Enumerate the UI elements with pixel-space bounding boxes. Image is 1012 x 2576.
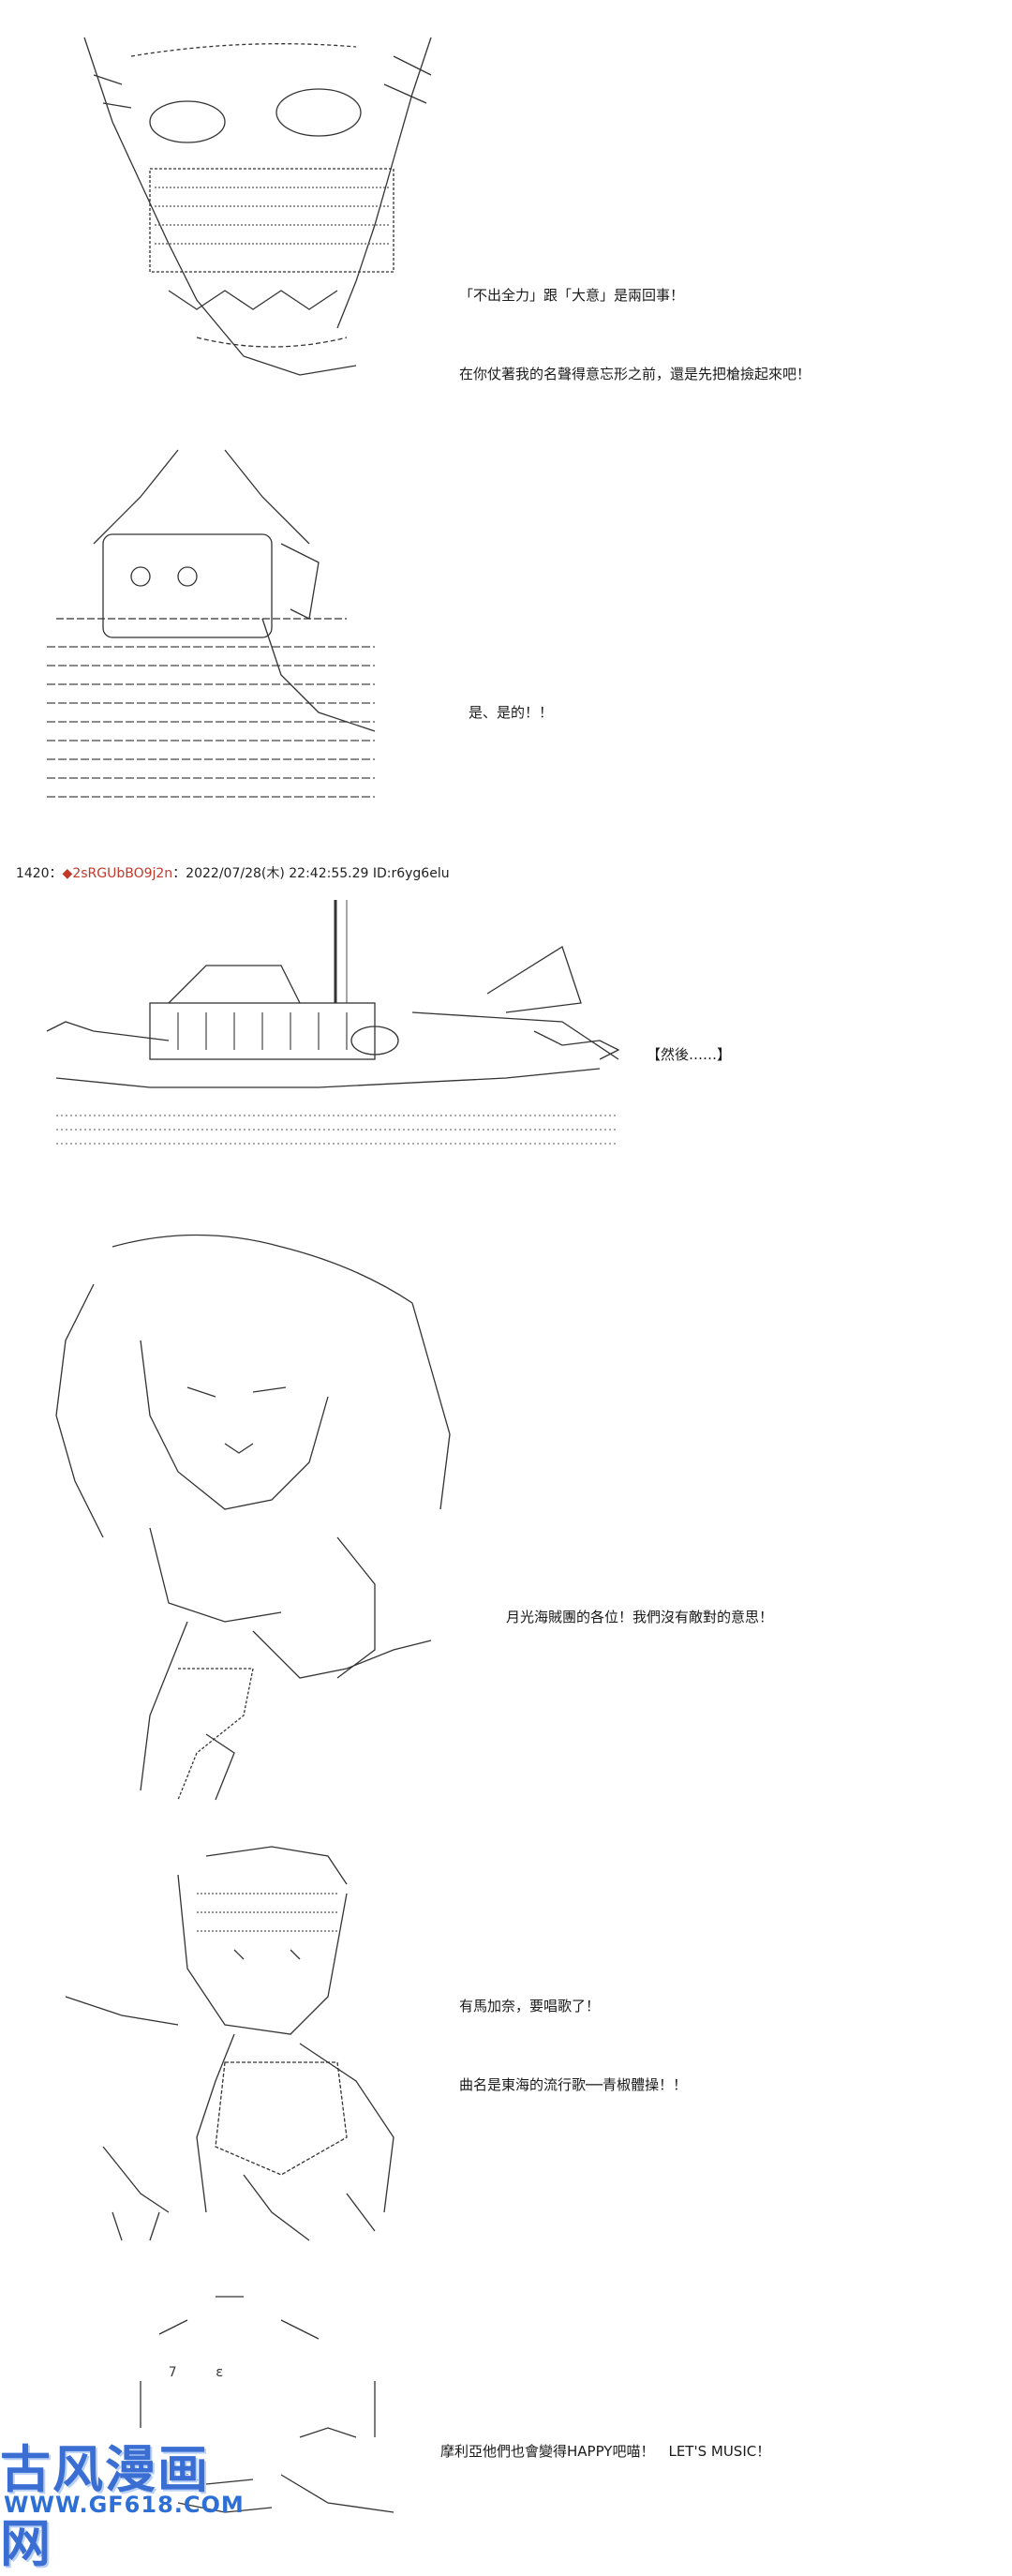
ascii-art-character-cannon — [37, 431, 412, 825]
dialogue-line: 在你仗著我的名聲得意忘形之前，還是先把槍撿起來吧！ — [459, 366, 811, 382]
dialogue-line: 是、是的！！ — [469, 704, 554, 721]
ascii-art-character-waving — [37, 1228, 487, 1809]
dialogue-p6: 摩利亞他們也會變得HAPPY吧喵！ LET'S MUSIC！ — [440, 2386, 770, 2491]
watermark-url: WWW.GF618.COM — [4, 2492, 245, 2518]
ascii-art-character-round: 7 ε — [112, 2278, 412, 2522]
post-date: ：2022/07/28(木) 22:42:55.29 ID:r6yg6elu — [172, 866, 450, 881]
dialogue-p3: 【然後……】 — [647, 989, 731, 1094]
ascii-art-face — [56, 19, 506, 394]
ascii-art-ship — [37, 891, 637, 1172]
dialogue-line: 有馬加奈，要唱歌了！ — [459, 1998, 601, 2014]
dialogue-line: 曲名是東海的流行歌──青椒體操！！ — [459, 2076, 688, 2093]
site-watermark: 古风漫画网 WWW.GF618.COM — [0, 2428, 244, 2573]
dialogue-line: 【然後……】 — [647, 1046, 732, 1063]
dialogue-p5: 有馬加奈，要唱歌了！ 曲名是東海的流行歌──青椒體操！！ — [459, 1940, 687, 2124]
dialogue-p1: 「不出全力」跟「大意」是兩回事！ 在你仗著我的名聲得意忘形之前，還是先把槍撿起來… — [459, 230, 811, 413]
svg-text:7: 7 — [169, 2365, 176, 2380]
post-header: 1420：◆2sRGUbBO9j2n：2022/07/28(木) 22:42:5… — [7, 848, 450, 882]
post-number: 1420： — [15, 866, 63, 881]
post-trip: ◆2sRGUbBO9j2n — [62, 866, 173, 881]
svg-text:ε: ε — [216, 2365, 223, 2380]
dialogue-p4: 月光海賊團的各位！我們沒有敵對的意思！ — [506, 1551, 773, 1656]
dialogue-line: 月光海賊團的各位！我們沒有敵對的意思！ — [506, 1609, 774, 1625]
dialogue-line: 「不出全力」跟「大意」是兩回事！ — [459, 287, 685, 304]
dialogue-p2: 是、是的！！ — [469, 647, 553, 752]
dialogue-line: 摩利亞他們也會變得HAPPY吧喵！ LET'S MUSIC！ — [440, 2443, 771, 2460]
ascii-art-character-singing — [47, 1837, 440, 2250]
